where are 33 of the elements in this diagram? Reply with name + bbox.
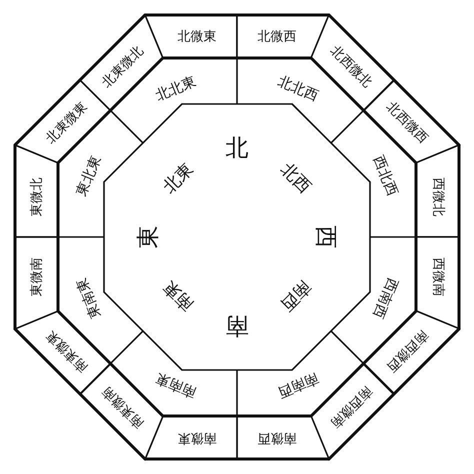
direction-label: 東微北 <box>30 178 43 217</box>
direction-label: 南南東 <box>154 370 198 400</box>
direction-label: 東微南 <box>30 257 43 296</box>
direction-label: 南東 <box>160 276 198 313</box>
center-octagon <box>104 104 370 370</box>
direction-label: 南西微西 <box>384 328 430 374</box>
direction-label: 北北東 <box>154 74 198 104</box>
direction-label: 北微東 <box>178 30 217 43</box>
direction-label: 北東 <box>160 160 198 198</box>
direction-label: 南東微東 <box>44 328 90 374</box>
direction-label: 西 <box>314 226 336 248</box>
direction-label: 東 <box>138 226 160 248</box>
direction-label: 東北東 <box>74 154 104 198</box>
direction-label: 北微西 <box>257 30 296 43</box>
direction-label: 北西微北 <box>328 44 374 90</box>
direction-label: 北 <box>226 138 248 160</box>
direction-label: 東南東 <box>74 276 104 320</box>
direction-label: 西微北 <box>431 178 444 217</box>
direction-label: 西微南 <box>431 257 444 296</box>
direction-label: 北東微東 <box>44 100 90 146</box>
direction-label: 南微西 <box>257 431 296 444</box>
direction-label: 西北西 <box>370 154 400 198</box>
direction-label: 南 <box>226 314 248 336</box>
direction-label: 西南西 <box>370 276 400 320</box>
direction-label: 北東微北 <box>100 44 146 90</box>
direction-label: 南南西 <box>276 370 320 400</box>
direction-label: 南微東 <box>178 431 217 444</box>
direction-label: 北西 <box>276 160 313 198</box>
direction-label: 北西微西 <box>384 100 430 146</box>
direction-label: 北北西 <box>276 74 320 104</box>
direction-label: 南西微南 <box>328 384 374 430</box>
direction-label: 南東微南 <box>100 384 146 430</box>
direction-label: 南西 <box>276 276 313 313</box>
